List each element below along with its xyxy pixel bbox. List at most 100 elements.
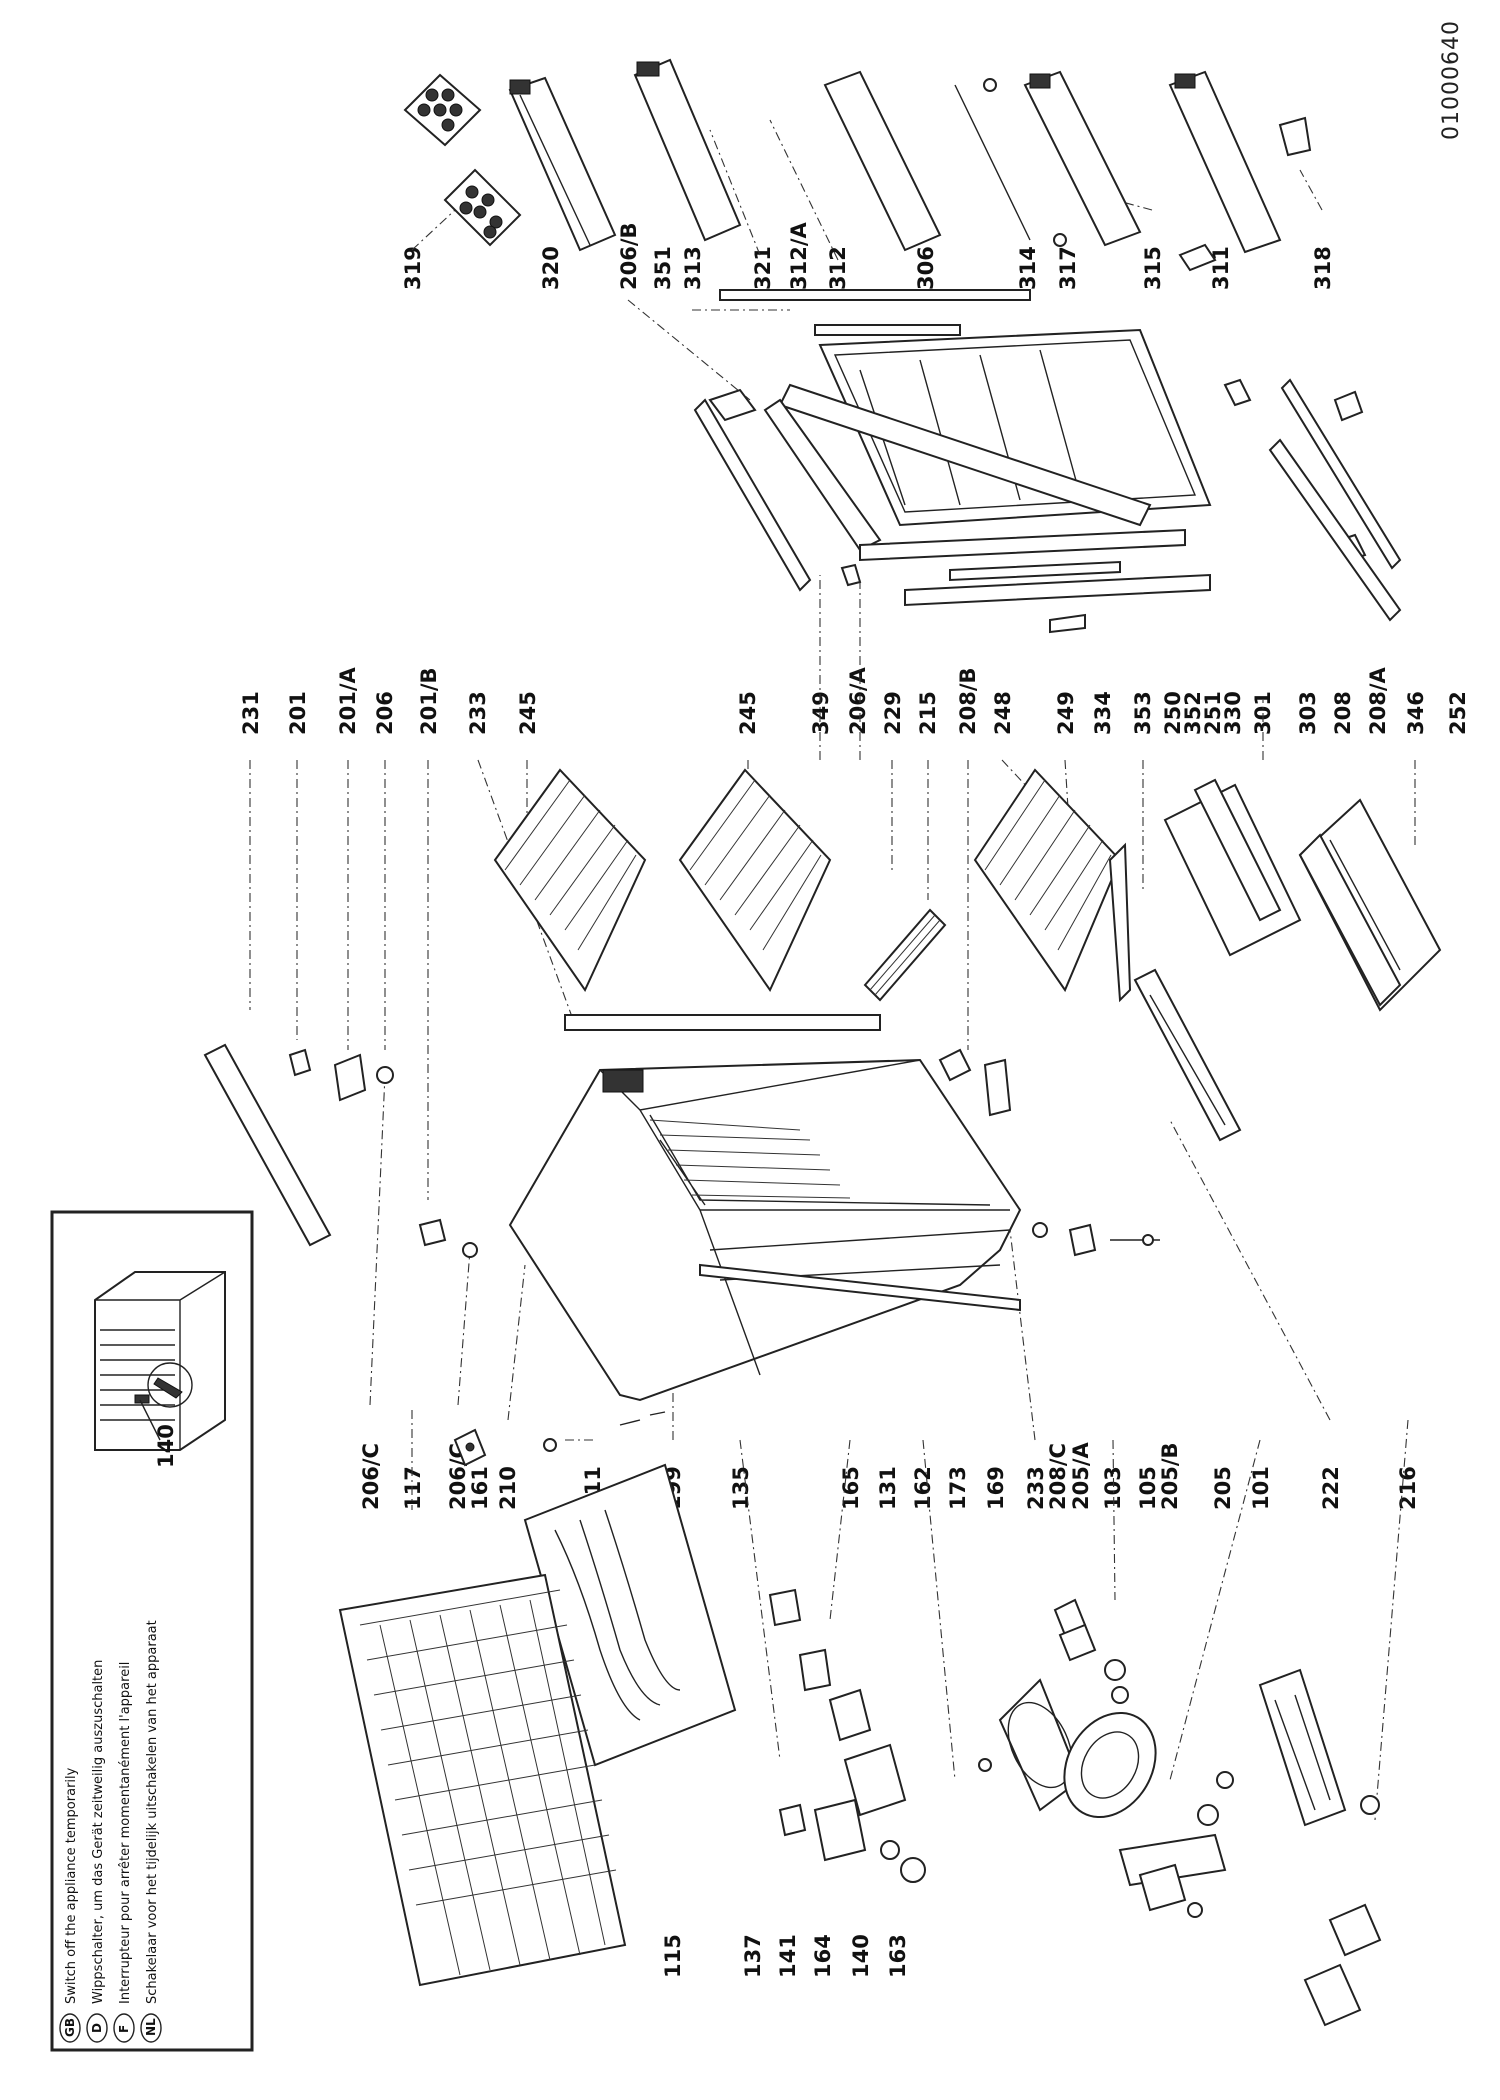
label-row-upper: 319 320 206/B 351 313 321 312/A 312 306 … xyxy=(401,221,1335,290)
part-label: 164 xyxy=(811,1934,835,1978)
part-label: 215 xyxy=(916,691,940,735)
part-label: 314 xyxy=(1016,246,1040,290)
part-label: 201 xyxy=(286,691,310,735)
part-label: 303 xyxy=(1296,691,1320,735)
part-label: 173 xyxy=(946,1466,970,1510)
part-label: 248 xyxy=(991,691,1015,735)
part-label: 245 xyxy=(516,691,540,735)
part-label: 210 xyxy=(496,1466,520,1510)
part-label: 115 xyxy=(661,1934,685,1978)
legend-entry-d: D Wippschalter, um das Gerät zeitweilig … xyxy=(86,1660,108,2043)
part-label: 105 xyxy=(1136,1466,1160,1510)
label-row-middle: 231 201 201/A 206 201/B 233 245 245 349 … xyxy=(239,666,1470,735)
part-label: 319 xyxy=(401,246,425,290)
part-label: 353 xyxy=(1131,691,1155,735)
part-label: 251 xyxy=(1201,691,1225,735)
legend-text-gb: Switch off the appliance temporarily xyxy=(64,1767,79,2004)
egg-tray-icon xyxy=(403,73,522,247)
evaporator-icon xyxy=(523,1411,737,1767)
hinge-icon xyxy=(693,378,1402,634)
legend-box: GB Switch off the appliance temporarily … xyxy=(50,1210,254,2052)
part-label: 233 xyxy=(1024,1466,1048,1510)
leader-lines xyxy=(249,119,1416,1821)
rail-icon xyxy=(1178,243,1402,622)
part-label: 346 xyxy=(1404,691,1428,735)
part-label: 229 xyxy=(881,691,905,735)
door-seal-icon xyxy=(1133,968,1242,1142)
legend-code-f: F xyxy=(117,2025,131,2033)
part-label: 206/C xyxy=(359,1443,383,1510)
glass-shelf-icon xyxy=(1163,778,1302,957)
part-label: 321 xyxy=(751,246,775,290)
legend-entry-f: F Interrupteur pour arrêter momentanémen… xyxy=(113,1662,135,2043)
part-label: 101 xyxy=(1249,1466,1273,1510)
part-label: 312 xyxy=(826,246,850,290)
part-label: 312/A xyxy=(787,221,811,290)
part-label: 233 xyxy=(466,691,490,735)
legend-text-nl: Schakelaar voor het tijdelijk uitschakel… xyxy=(145,1620,160,2004)
hinge-icon xyxy=(203,1043,1160,1258)
legend-entry-gb: GB Switch off the appliance temporarily xyxy=(59,1767,81,2043)
part-label: 352 xyxy=(1181,691,1205,735)
part-label: 245 xyxy=(736,691,760,735)
part-label: 137 xyxy=(741,1934,765,1978)
legend-text-f: Interrupteur pour arrêter momentanément … xyxy=(118,1662,133,2004)
part-label: 311 xyxy=(1209,246,1233,290)
part-label: 208/A xyxy=(1366,666,1390,735)
legend-code-d: D xyxy=(90,2023,104,2033)
door-strip-icon xyxy=(719,78,1067,336)
label-row-left: 115 137 141 164 140 163 xyxy=(661,1934,910,1978)
part-label: 163 xyxy=(886,1934,910,1978)
part-label: 206 xyxy=(373,691,397,735)
part-label: 131 xyxy=(876,1466,900,1510)
part-label: 201/B xyxy=(417,667,441,735)
part-label: 216 xyxy=(1396,1466,1420,1510)
crisper-drawer-icon xyxy=(1298,798,1442,1012)
part-label: 222 xyxy=(1319,1466,1343,1510)
part-label: 349 xyxy=(809,691,833,735)
part-label: 169 xyxy=(984,1466,1008,1510)
part-label: 318 xyxy=(1311,246,1335,290)
part-label: 161 xyxy=(468,1466,492,1510)
part-label: 206/B xyxy=(617,222,641,290)
part-label: 205/B xyxy=(1158,1442,1182,1510)
part-label: 250 xyxy=(1161,691,1185,735)
part-label: 252 xyxy=(1446,691,1470,735)
part-label: 208 xyxy=(1331,691,1355,735)
part-label: 313 xyxy=(681,246,705,290)
label-row-lower: 206/C 117 206/C 161 210 111 199 135 165 … xyxy=(359,1441,1420,1510)
door-shelf-icon xyxy=(508,58,1312,254)
part-label: 140 xyxy=(849,1934,873,1978)
door-panel-icon xyxy=(763,328,1212,607)
part-label: 208/B xyxy=(956,667,980,735)
legend-text-d: Wippschalter, um das Gerät zeitweilig au… xyxy=(91,1660,106,2004)
part-label: 306 xyxy=(914,246,938,290)
part-label: 205/A xyxy=(1069,1441,1093,1510)
part-label: 334 xyxy=(1091,691,1115,735)
condenser-icon xyxy=(338,1573,627,1987)
switch-location-sketch xyxy=(94,1271,226,1451)
part-label: 231 xyxy=(239,691,263,735)
part-label: 205 xyxy=(1211,1466,1235,1510)
part-label: 117 xyxy=(401,1466,425,1510)
base-plate-icon xyxy=(1118,1668,1382,2027)
part-label: 208/C xyxy=(1046,1443,1070,1510)
part-label: 135 xyxy=(729,1466,753,1510)
shelf-strip-icon xyxy=(564,908,947,1031)
part-label: 206/A xyxy=(846,666,870,735)
part-label: 330 xyxy=(1221,691,1245,735)
part-label: 249 xyxy=(1054,691,1078,735)
switch-label-140: 140 xyxy=(154,1424,178,1468)
part-label: 317 xyxy=(1056,246,1080,290)
thermostat-icon xyxy=(453,1428,926,1883)
part-label: 162 xyxy=(911,1466,935,1510)
grill-shelf-icon xyxy=(493,768,1132,1003)
cabinet-icon xyxy=(508,1058,1022,1402)
part-label: 141 xyxy=(776,1934,800,1978)
part-label: 315 xyxy=(1141,246,1165,290)
legend-code-gb: GB xyxy=(63,2018,77,2037)
document-id: 01000640 xyxy=(1439,20,1464,140)
part-label: 320 xyxy=(539,246,563,290)
compressor-icon xyxy=(1053,1598,1234,1826)
